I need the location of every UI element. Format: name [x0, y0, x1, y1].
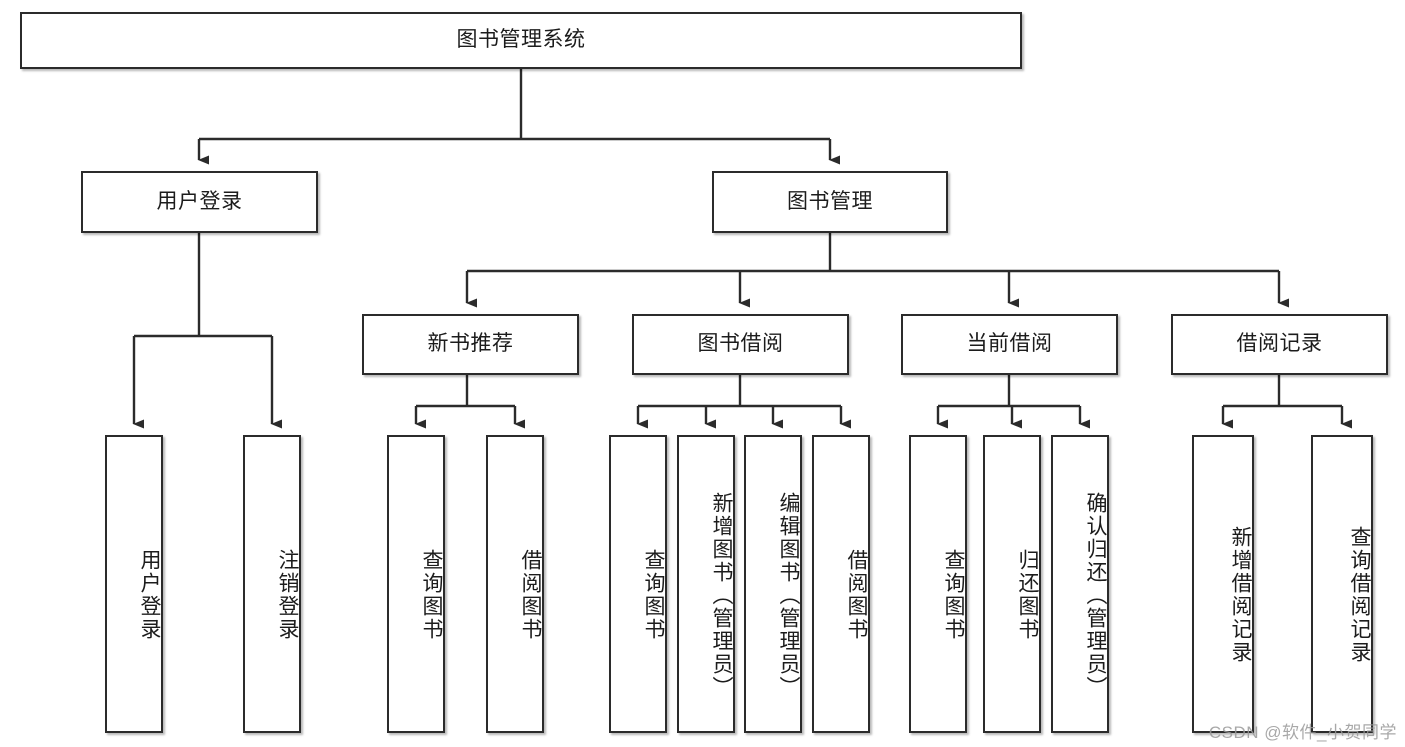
node-leaf-add-record[interactable]: 新增借阅记录 [1192, 435, 1254, 733]
node-label: 查询借阅记录 [1348, 526, 1371, 664]
node-leaf-user-login[interactable]: 用户登录 [105, 435, 163, 733]
node-current-borrow[interactable]: 当前借阅 [901, 314, 1118, 375]
node-label: 用户登录 [156, 189, 243, 213]
node-leaf-query-record[interactable]: 查询借阅记录 [1311, 435, 1373, 733]
edge-userlogin-to-leaves [132, 233, 282, 429]
edge-currentborrow-to-leaves [936, 375, 1090, 429]
node-borrow-record[interactable]: 借阅记录 [1171, 314, 1388, 375]
node-leaf-query-book-3[interactable]: 查询图书 [909, 435, 967, 733]
edge-bookborrow-to-leaves [636, 375, 851, 429]
node-leaf-borrow-book-2[interactable]: 借阅图书 [812, 435, 870, 733]
edge-root-to-level1 [197, 69, 840, 165]
node-leaf-borrow-book-1[interactable]: 借阅图书 [486, 435, 544, 733]
edge-newbook-to-leaves [414, 375, 525, 429]
node-label: 用户登录 [138, 549, 161, 641]
node-leaf-query-book-1[interactable]: 查询图书 [387, 435, 445, 733]
node-label: 借阅图书 [845, 549, 868, 641]
node-book-manage[interactable]: 图书管理 [712, 171, 948, 233]
node-label: 图书管理 [787, 189, 873, 213]
node-label: 确认归还（管理员） [1084, 491, 1107, 699]
node-label: 图书管理系统 [456, 28, 586, 52]
node-label: 查询图书 [420, 549, 443, 641]
edge-bookmanage-to-level2 [465, 233, 1289, 308]
node-leaf-logout[interactable]: 注销登录 [243, 435, 301, 733]
node-book-borrow[interactable]: 图书借阅 [632, 314, 849, 375]
node-leaf-return-book[interactable]: 归还图书 [983, 435, 1041, 733]
node-leaf-confirm-return[interactable]: 确认归还（管理员） [1051, 435, 1109, 733]
node-label: 新增图书（管理员） [710, 491, 733, 699]
node-root[interactable]: 图书管理系统 [20, 12, 1022, 69]
node-label: 查询图书 [942, 549, 965, 641]
node-label: 图书借阅 [697, 332, 784, 356]
node-new-book-rec[interactable]: 新书推荐 [362, 314, 579, 375]
node-leaf-query-book-2[interactable]: 查询图书 [609, 435, 667, 733]
node-label: 新书推荐 [427, 332, 514, 356]
node-user-login[interactable]: 用户登录 [81, 171, 318, 233]
node-label: 借阅记录 [1236, 332, 1323, 356]
node-label: 新增借阅记录 [1229, 526, 1252, 664]
node-label: 查询图书 [642, 549, 665, 641]
node-label: 归还图书 [1016, 549, 1039, 641]
node-label: 注销登录 [276, 549, 299, 641]
node-leaf-edit-book[interactable]: 编辑图书（管理员） [744, 435, 802, 733]
node-leaf-add-book[interactable]: 新增图书（管理员） [677, 435, 735, 733]
node-label: 编辑图书（管理员） [777, 491, 800, 699]
node-label: 借阅图书 [519, 549, 542, 641]
edge-borrowrecord-to-leaves [1221, 375, 1352, 429]
node-label: 当前借阅 [966, 332, 1053, 356]
